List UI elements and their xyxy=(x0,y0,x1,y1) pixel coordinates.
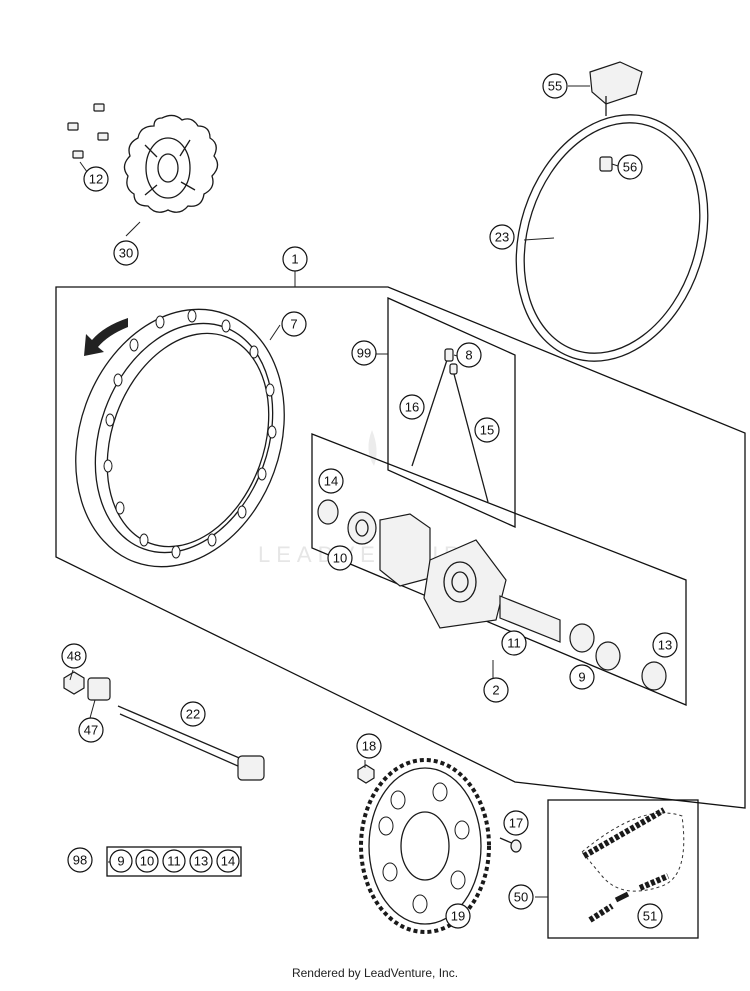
kit-98-item: 10 xyxy=(135,849,159,873)
svg-text:13: 13 xyxy=(194,854,208,869)
svg-text:19: 19 xyxy=(451,909,465,924)
axle-head xyxy=(237,755,265,781)
svg-text:8: 8 xyxy=(465,348,472,363)
sprocket-nut xyxy=(357,764,375,784)
svg-text:51: 51 xyxy=(643,909,657,924)
callout-22: 22 xyxy=(180,701,206,727)
spoke-nipple xyxy=(444,348,454,362)
distance-sleeve xyxy=(499,595,561,643)
hub-parts xyxy=(317,499,667,691)
svg-text:9: 9 xyxy=(117,854,124,869)
svg-text:14: 14 xyxy=(221,854,235,869)
wheel-assembly-frame xyxy=(55,286,746,809)
svg-text:22: 22 xyxy=(186,707,200,722)
svg-text:9: 9 xyxy=(578,670,585,685)
callout-12: 12 xyxy=(83,166,109,192)
bearing-right-a xyxy=(569,623,595,653)
svg-text:23: 23 xyxy=(495,230,509,245)
callout-48: 48 xyxy=(61,643,87,669)
callout-23: 23 xyxy=(489,224,515,250)
svg-text:55: 55 xyxy=(548,79,562,94)
callout-55: 55 xyxy=(542,73,568,99)
hub-body xyxy=(379,513,431,587)
kit-98-box xyxy=(106,846,242,877)
callout-17: 17 xyxy=(503,810,529,836)
svg-text:50: 50 xyxy=(514,890,528,905)
svg-text:13: 13 xyxy=(658,638,672,653)
callout-30: 30 xyxy=(113,240,139,266)
chain-frame xyxy=(547,799,699,939)
hub-flange xyxy=(423,539,507,629)
svg-text:98: 98 xyxy=(73,853,87,868)
bearing-right-b xyxy=(595,641,621,671)
svg-text:12: 12 xyxy=(89,172,103,187)
hub-assembly-frame xyxy=(311,433,687,706)
spoke-kit-frame xyxy=(387,296,516,529)
callout-47: 47 xyxy=(78,717,104,743)
bearing-left xyxy=(347,511,377,545)
callout-16: 16 xyxy=(399,394,425,420)
callout-18: 18 xyxy=(356,733,382,759)
svg-text:15: 15 xyxy=(480,423,494,438)
chain-adjuster xyxy=(87,677,111,701)
svg-text:17: 17 xyxy=(509,816,523,831)
spacer-right xyxy=(641,661,667,691)
callout-56: 56 xyxy=(617,154,643,180)
render-credit: Rendered by LeadVenture, Inc. xyxy=(291,966,459,980)
callout-2: 2 xyxy=(483,677,509,703)
callout-19: 19 xyxy=(445,903,471,929)
spokes xyxy=(411,348,489,503)
callout-98: 98 xyxy=(67,847,93,873)
callout-99: 99 xyxy=(351,340,377,366)
callout-8: 8 xyxy=(456,342,482,368)
kit-98-item: 14 xyxy=(216,849,240,873)
rim xyxy=(75,308,285,568)
svg-text:47: 47 xyxy=(84,723,98,738)
callout-14: 14 xyxy=(318,468,344,494)
svg-text:2: 2 xyxy=(492,683,499,698)
callout-7: 7 xyxy=(281,311,307,337)
svg-text:11: 11 xyxy=(507,636,521,651)
svg-text:11: 11 xyxy=(167,854,181,869)
axle-nut xyxy=(63,671,85,695)
svg-text:18: 18 xyxy=(362,739,376,754)
rim-tape xyxy=(515,114,709,362)
svg-text:48: 48 xyxy=(67,649,81,664)
disc-bolts xyxy=(67,103,109,159)
callout-9: 9 xyxy=(569,664,595,690)
callout-13: 13 xyxy=(652,632,678,658)
callout-1: 1 xyxy=(282,246,308,272)
svg-text:10: 10 xyxy=(140,854,154,869)
callout-15: 15 xyxy=(474,417,500,443)
callout-51: 51 xyxy=(637,903,663,929)
spacer-left xyxy=(317,499,339,525)
svg-text:56: 56 xyxy=(623,160,637,175)
svg-text:16: 16 xyxy=(405,400,419,415)
axle-parts xyxy=(63,671,265,781)
brake-disc xyxy=(123,114,219,213)
svg-text:10: 10 xyxy=(333,551,347,566)
svg-text:14: 14 xyxy=(324,474,338,489)
kit-98-item: 9 xyxy=(109,849,133,873)
svg-text:1: 1 xyxy=(291,252,298,267)
callout-50: 50 xyxy=(508,884,534,910)
svg-text:30: 30 xyxy=(119,246,133,261)
svg-text:99: 99 xyxy=(357,346,371,361)
rotation-direction-arrow-icon xyxy=(84,318,128,356)
rim-lock xyxy=(589,61,643,116)
leader-lines xyxy=(69,85,619,898)
callout-10: 10 xyxy=(327,545,353,571)
kit-98-item: 11 xyxy=(162,849,186,873)
svg-text:7: 7 xyxy=(290,317,297,332)
rim-lock-nut xyxy=(599,156,613,172)
callout-11: 11 xyxy=(501,630,527,656)
kit-98-item: 13 xyxy=(189,849,213,873)
rear-sprocket xyxy=(359,758,491,934)
chain xyxy=(581,812,685,892)
